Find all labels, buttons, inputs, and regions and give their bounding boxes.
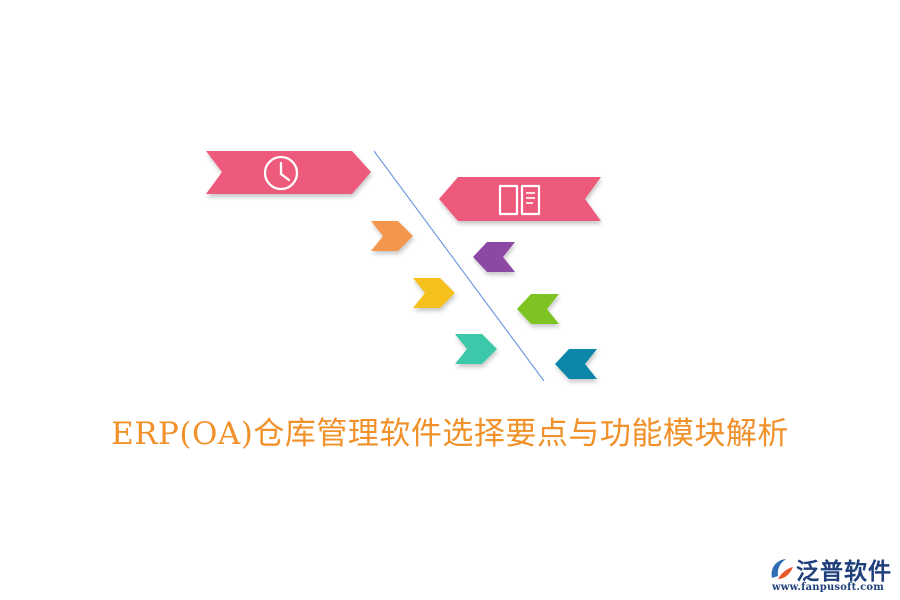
left-arrow-small-teal [455,334,497,364]
left-arrow-large-pink [206,151,371,194]
right-arrow-small-purple [473,242,515,272]
diagram-title: ERP(OA)仓库管理软件选择要点与功能模块解析 [111,416,789,452]
left-arrow-small-orange [371,221,413,251]
left-arrow-small-yellow [413,278,455,308]
diagonal-divider-line [373,150,545,382]
logo-mark-icon [771,559,793,579]
right-arrow-large-pink [439,177,601,221]
brand-logo: 泛普软件 www.fanpusoft.com [766,552,894,596]
right-arrow-small-green [517,294,559,324]
clock-icon [263,155,299,191]
logo-url: www.fanpusoft.com [772,582,885,593]
logo-name: 泛普软件 [796,559,892,585]
right-arrow-small-blue [555,349,597,379]
book-icon [498,184,541,216]
